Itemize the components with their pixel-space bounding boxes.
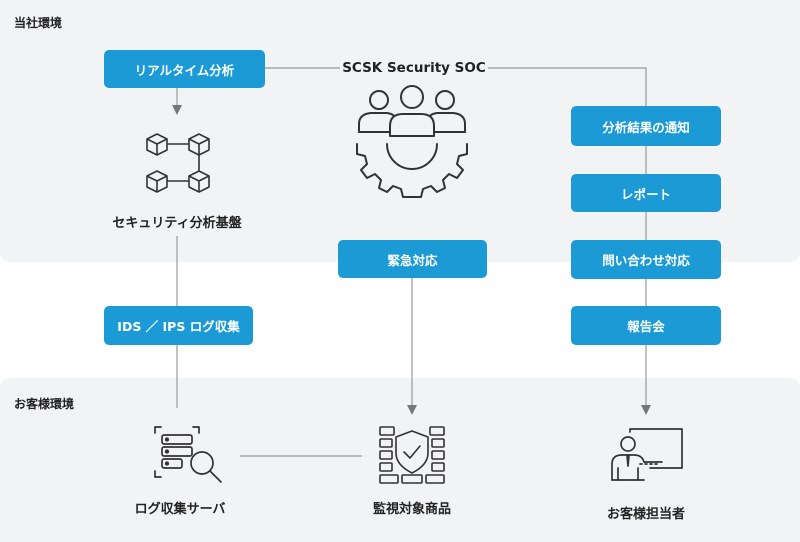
team-gear-icon bbox=[356, 85, 468, 198]
report-button[interactable]: レポート bbox=[571, 174, 721, 212]
customer-environment-panel bbox=[0, 378, 800, 542]
analysis-notification-button[interactable]: 分析結果の通知 bbox=[571, 106, 721, 146]
soc-to-notify-line bbox=[488, 67, 647, 106]
ids-ips-log-collection-button[interactable]: IDS ／ IPS ログ収集 bbox=[104, 306, 253, 345]
soc-title: SCSK Security SOC bbox=[342, 60, 486, 76]
emergency-response-button[interactable]: 緊急対応 bbox=[338, 240, 487, 278]
log-server-label: ログ収集サーバ bbox=[134, 502, 226, 517]
shield-check-icon bbox=[379, 426, 445, 484]
security-platform-label: セキュリティ分析基盤 bbox=[112, 216, 242, 231]
realtime-analysis-button[interactable]: リアルタイム分析 bbox=[104, 50, 265, 88]
presenter-board-icon bbox=[611, 428, 683, 481]
customer-environment-label: お客様環境 bbox=[14, 397, 75, 411]
server-search-icon bbox=[154, 426, 222, 483]
briefing-meeting-button[interactable]: 報告会 bbox=[571, 306, 721, 345]
inquiry-response-button[interactable]: 問い合わせ対応 bbox=[571, 240, 721, 279]
network-cubes-icon bbox=[146, 133, 210, 193]
company-environment-label: 当社環境 bbox=[14, 16, 63, 30]
customer-rep-label: お客様担当者 bbox=[606, 507, 685, 522]
monitored-product-label: 監視対象商品 bbox=[372, 502, 451, 517]
